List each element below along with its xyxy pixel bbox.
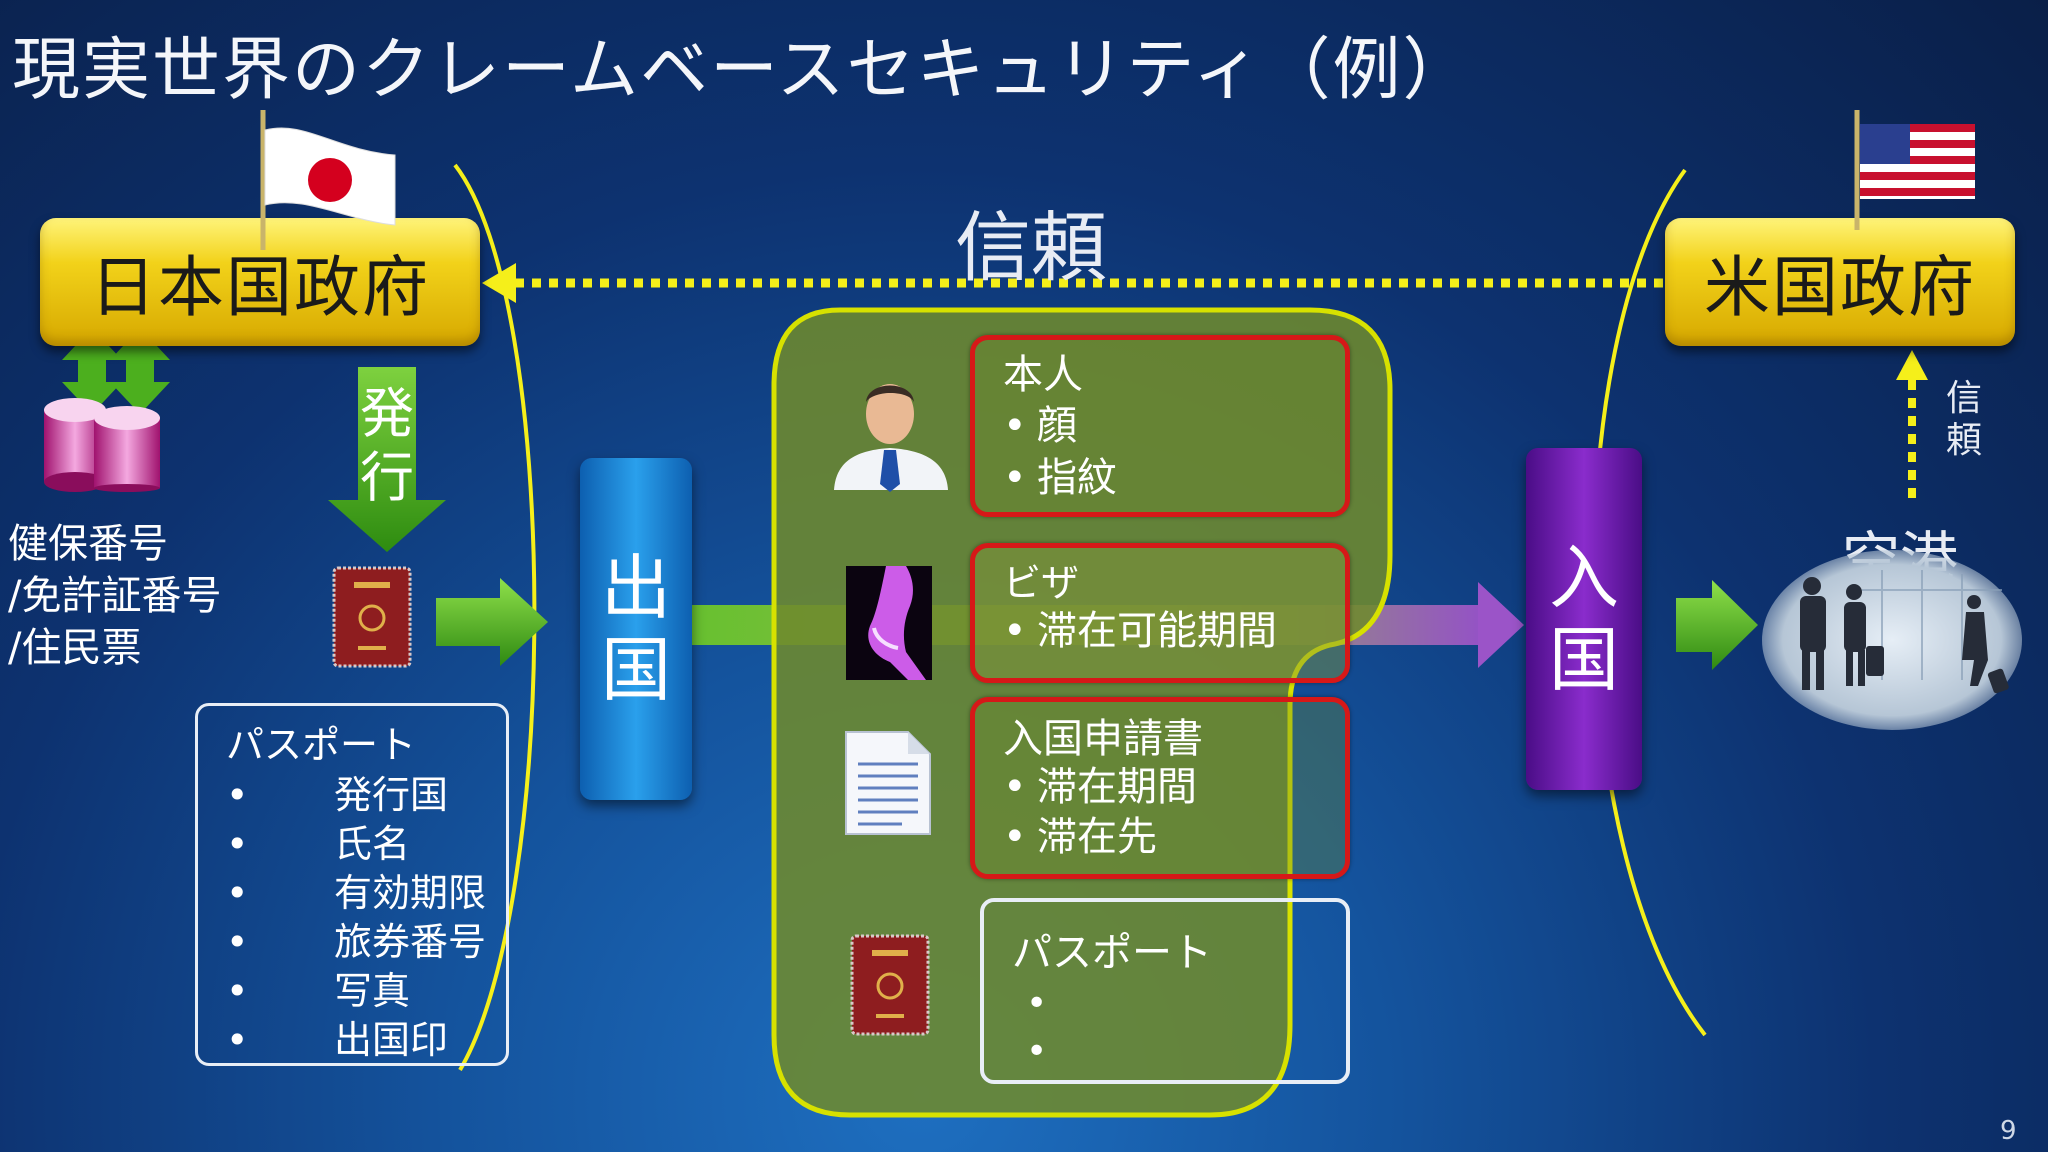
us-government-box: 米国政府 [1665, 218, 2015, 346]
passport-item: 有効期限 [226, 869, 506, 918]
departure-char-1: 出 [601, 547, 671, 629]
issue-arrow [328, 367, 446, 552]
entry-to-airport-arrow [1676, 580, 1758, 670]
claim-passport-item [1026, 980, 1346, 1028]
airport-photo-icon [1762, 550, 2022, 730]
departure-char-2: 国 [601, 629, 671, 711]
slide-title: 現実世界のクレームベースセキュリティ（例） [12, 31, 1473, 110]
passport-item: 旅券番号 [226, 918, 506, 967]
xray-icon [846, 566, 932, 680]
entry-char-2: 国 [1549, 619, 1619, 701]
claim-application-item: 滞在期間 [975, 762, 1345, 812]
identity-documents: 健保番号 /免許証番号 /住民票 [8, 518, 221, 674]
person-icon [834, 384, 948, 492]
japan-flag-icon [260, 110, 396, 250]
claim-visa-item: 滞在可能期間 [975, 606, 1345, 656]
passport-to-departure-arrow [436, 578, 548, 666]
claim-identity-item: 指紋 [975, 452, 1345, 504]
departure-box: 出 国 [580, 458, 692, 800]
trust-side-char-2: 頼 [1945, 420, 1982, 461]
trust-label: 信頼 [955, 203, 1107, 292]
entry-char-1: 入 [1549, 537, 1619, 619]
passport-info-box: パスポート 発行国 氏名 有効期限 旅券番号 写真 出国印 [195, 703, 509, 1066]
claim-passport-item [1026, 1028, 1346, 1076]
claim-visa-box: ビザ 滞在可能期間 [970, 543, 1350, 683]
issue-char-2: 行 [360, 446, 414, 509]
passport-item: 氏名 [226, 820, 506, 869]
claim-passport-title: パスポート [1012, 930, 1212, 976]
issue-label: 発 行 [357, 382, 417, 510]
claim-passport-box: パスポート [980, 898, 1350, 1084]
page-number: 9 [2000, 1116, 2017, 1146]
trust-side-char-1: 信 [1945, 378, 1982, 419]
passport-icon [332, 566, 412, 668]
entry-box: 入 国 [1526, 448, 1642, 790]
japan-government-box: 日本国政府 [40, 218, 480, 346]
passport-item: 写真 [226, 967, 506, 1016]
sync-arrows [62, 328, 170, 414]
doc-license: /免許証番号 [8, 573, 222, 619]
claim-application-box: 入国申請書 滞在期間 滞在先 [970, 697, 1350, 879]
claim-visa-title: ビザ [1003, 561, 1080, 605]
passport-info-title: パスポート [226, 723, 417, 767]
database-icon [44, 398, 160, 492]
doc-residence: /住民票 [8, 625, 142, 671]
trust-side-arrowhead [1896, 350, 1928, 380]
us-flag-icon [1854, 110, 1975, 230]
flow-arrowhead [1478, 582, 1524, 668]
doc-health-insurance: 健保番号 [8, 521, 168, 567]
document-icon [845, 731, 931, 835]
issue-char-1: 発 [360, 382, 414, 445]
claim-identity-title: 本人 [1003, 352, 1083, 398]
passport-item: 出国印 [226, 1016, 506, 1065]
claim-identity-box: 本人 顔 指紋 [970, 335, 1350, 517]
passport-item: 発行国 [226, 771, 506, 820]
trust-side-label: 信 頼 [1942, 378, 1986, 462]
claim-application-title: 入国申請書 [1003, 716, 1203, 762]
passport-icon-claims [850, 934, 930, 1036]
trust-arrowhead-left [482, 263, 516, 303]
claim-application-item: 滞在先 [975, 812, 1345, 862]
claim-identity-item: 顔 [975, 400, 1345, 452]
